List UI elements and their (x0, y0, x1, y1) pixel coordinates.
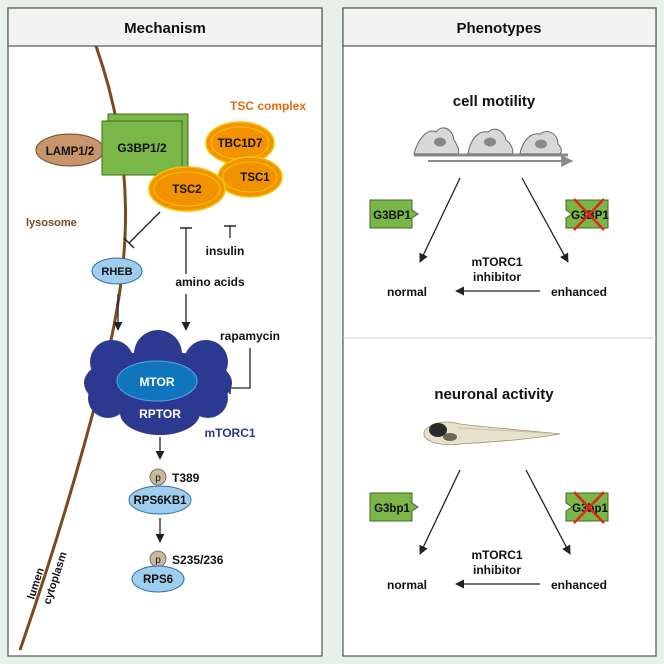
mtor-label: MTOR (139, 375, 174, 389)
g3bp-protein (101, 113, 189, 176)
tsc2-label: TSC2 (172, 184, 201, 196)
migrating-cells-icon (413, 127, 574, 167)
phenotypes-title: Phenotypes (456, 20, 541, 37)
motility-enhanced: enhanced (551, 285, 607, 299)
neuronal-ko-arrow (525, 469, 571, 555)
rheb-label: RHEB (101, 266, 132, 278)
motility-wt-label: G3BP1 (373, 210, 411, 222)
neuronal-normal: normal (387, 578, 427, 592)
motility-inhibitor-line1: mTORC1 (471, 255, 522, 269)
tsc2-inhibits-rheb (128, 211, 161, 244)
motility-wt-protein (369, 199, 419, 229)
g3bp-label: G3BP1/2 (117, 141, 167, 155)
zebrafish-larva-icon (423, 421, 561, 446)
insulin-label: insulin (206, 244, 245, 258)
rps6kb1-label: RPS6KB1 (133, 495, 187, 507)
neuronal-inhibitor-line1: mTORC1 (471, 548, 522, 562)
rps6-label: RPS6 (143, 574, 173, 586)
rheb-protein (91, 257, 143, 285)
motility-normal: normal (387, 285, 427, 299)
neuronal-enhanced: enhanced (551, 578, 607, 592)
neuronal-title: neuronal activity (434, 386, 554, 403)
mtorc1-label: mTORC1 (204, 426, 255, 440)
mtorc1-complex (84, 330, 232, 435)
rps6-protein (131, 565, 185, 593)
t389-label: T389 (172, 471, 200, 485)
tbc1d7-label: TBC1D7 (218, 138, 263, 150)
motility-wt-arrow (419, 177, 461, 263)
motility-knockout-cross-icon (573, 198, 605, 231)
tsc-complex (148, 121, 283, 212)
neuronal-wt-arrow (419, 469, 461, 555)
rptor-label: RPTOR (139, 407, 181, 421)
neuronal-knockout-cross-icon (573, 491, 605, 524)
neuronal-inhibitor-line2: inhibitor (473, 563, 521, 577)
phospho-s235-p: p (155, 555, 161, 566)
mechanism-title: Mechanism (124, 20, 206, 37)
s235-label: S235/236 (172, 553, 224, 567)
motility-inhibitor-line2: inhibitor (473, 270, 521, 284)
rps6kb1-protein (128, 485, 192, 515)
phospho-t389-p: p (155, 473, 161, 484)
lamp-label: LAMP1/2 (46, 146, 95, 158)
phenotypes-panel: Phenotypes cell motility G3BP1 G3BP1 (342, 7, 657, 657)
neuronal-wt-protein (369, 492, 419, 522)
motility-title: cell motility (453, 93, 536, 110)
tsc1-label: TSC1 (240, 172, 270, 184)
lysosome-label: lysosome (26, 217, 77, 229)
amino-acids-label: amino acids (175, 275, 245, 289)
neuronal-wt-label: G3bp1 (374, 503, 410, 515)
rapamycin-label: rapamycin (220, 329, 280, 343)
tsc-complex-label: TSC complex (230, 99, 306, 113)
phospho-t389-icon (149, 468, 167, 486)
mechanism-panel: Mechanism LAMP1/2 G3BP1/2 TSC complex TB… (7, 7, 323, 657)
rapamycin-inhibits-mtorc1 (230, 348, 251, 389)
motility-ko-arrow (521, 177, 569, 263)
